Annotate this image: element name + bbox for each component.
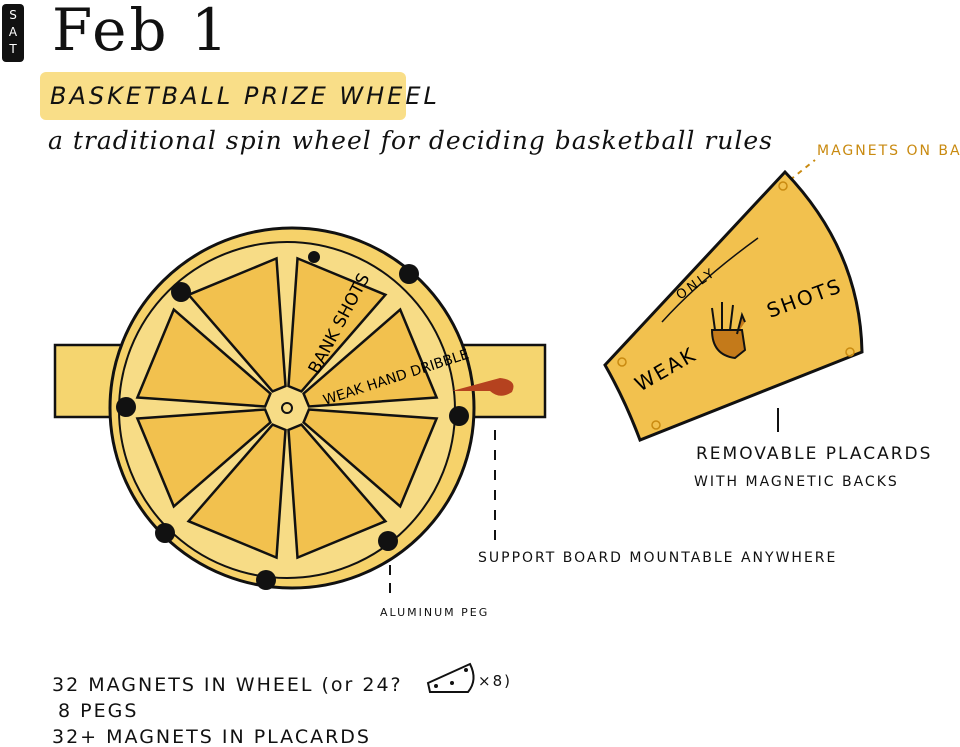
aluminum-peg-label: ALUMINUM PEG	[380, 606, 490, 619]
magnet-dot	[450, 681, 454, 685]
peg	[171, 282, 191, 302]
leader-line	[789, 159, 816, 181]
peg	[399, 264, 419, 284]
wheel-segment	[302, 307, 439, 408]
hand-icon	[710, 302, 747, 360]
wheel-hub	[281, 402, 293, 414]
wheel-segment	[186, 256, 287, 393]
wheel-segment	[302, 408, 439, 509]
note-multiplier: ×8)	[478, 672, 512, 690]
peg	[116, 397, 136, 417]
magnet-marker	[845, 347, 855, 357]
wheel-segment	[287, 256, 388, 393]
peg	[378, 531, 398, 551]
date-heading: Feb 1	[52, 0, 231, 64]
magnet-marker	[617, 357, 627, 367]
only-arrow	[661, 237, 759, 323]
peg	[308, 251, 320, 263]
removable-placards-label: REMOVABLE PLACARDS	[696, 444, 933, 464]
pointer-icon	[452, 378, 514, 396]
note-pegs: 8 PEGS	[58, 700, 139, 722]
magnet-dot	[464, 668, 468, 672]
support-board-label: SUPPORT BOARD MOUNTABLE ANYWHERE	[478, 550, 838, 566]
wheel-segment	[287, 423, 388, 560]
wheel-segment	[186, 423, 287, 560]
note-magnets-wheel: 32 MAGNETS IN WHEEL (or 24?	[52, 674, 403, 696]
magnets-on-back-label: MAGNETS ON BACK	[817, 143, 960, 159]
magnet-marker	[778, 181, 788, 191]
note-magnets-placards: 32+ MAGNETS IN PLACARDS	[52, 726, 371, 747]
page-title: BASKETBALL PRIZE WHEEL	[50, 82, 440, 110]
placard-sketch-icon	[426, 662, 475, 693]
peg	[155, 523, 175, 543]
day-label: SAT	[6, 7, 20, 59]
wheel-segment	[135, 408, 272, 509]
peg	[449, 406, 469, 426]
title-highlight	[40, 72, 406, 120]
peg	[256, 570, 276, 590]
magnet-marker	[651, 420, 661, 430]
magnet-markers	[617, 181, 855, 430]
day-badge: SAT	[2, 4, 24, 62]
wheel-pegs	[116, 251, 469, 590]
page-subtitle: a traditional spin wheel for deciding ba…	[48, 126, 773, 155]
magnet-dot	[434, 684, 438, 688]
wheel-segments	[135, 256, 439, 560]
wheel-segment	[135, 307, 272, 408]
magnetic-backs-label: WITH MAGNETIC BACKS	[694, 474, 899, 490]
